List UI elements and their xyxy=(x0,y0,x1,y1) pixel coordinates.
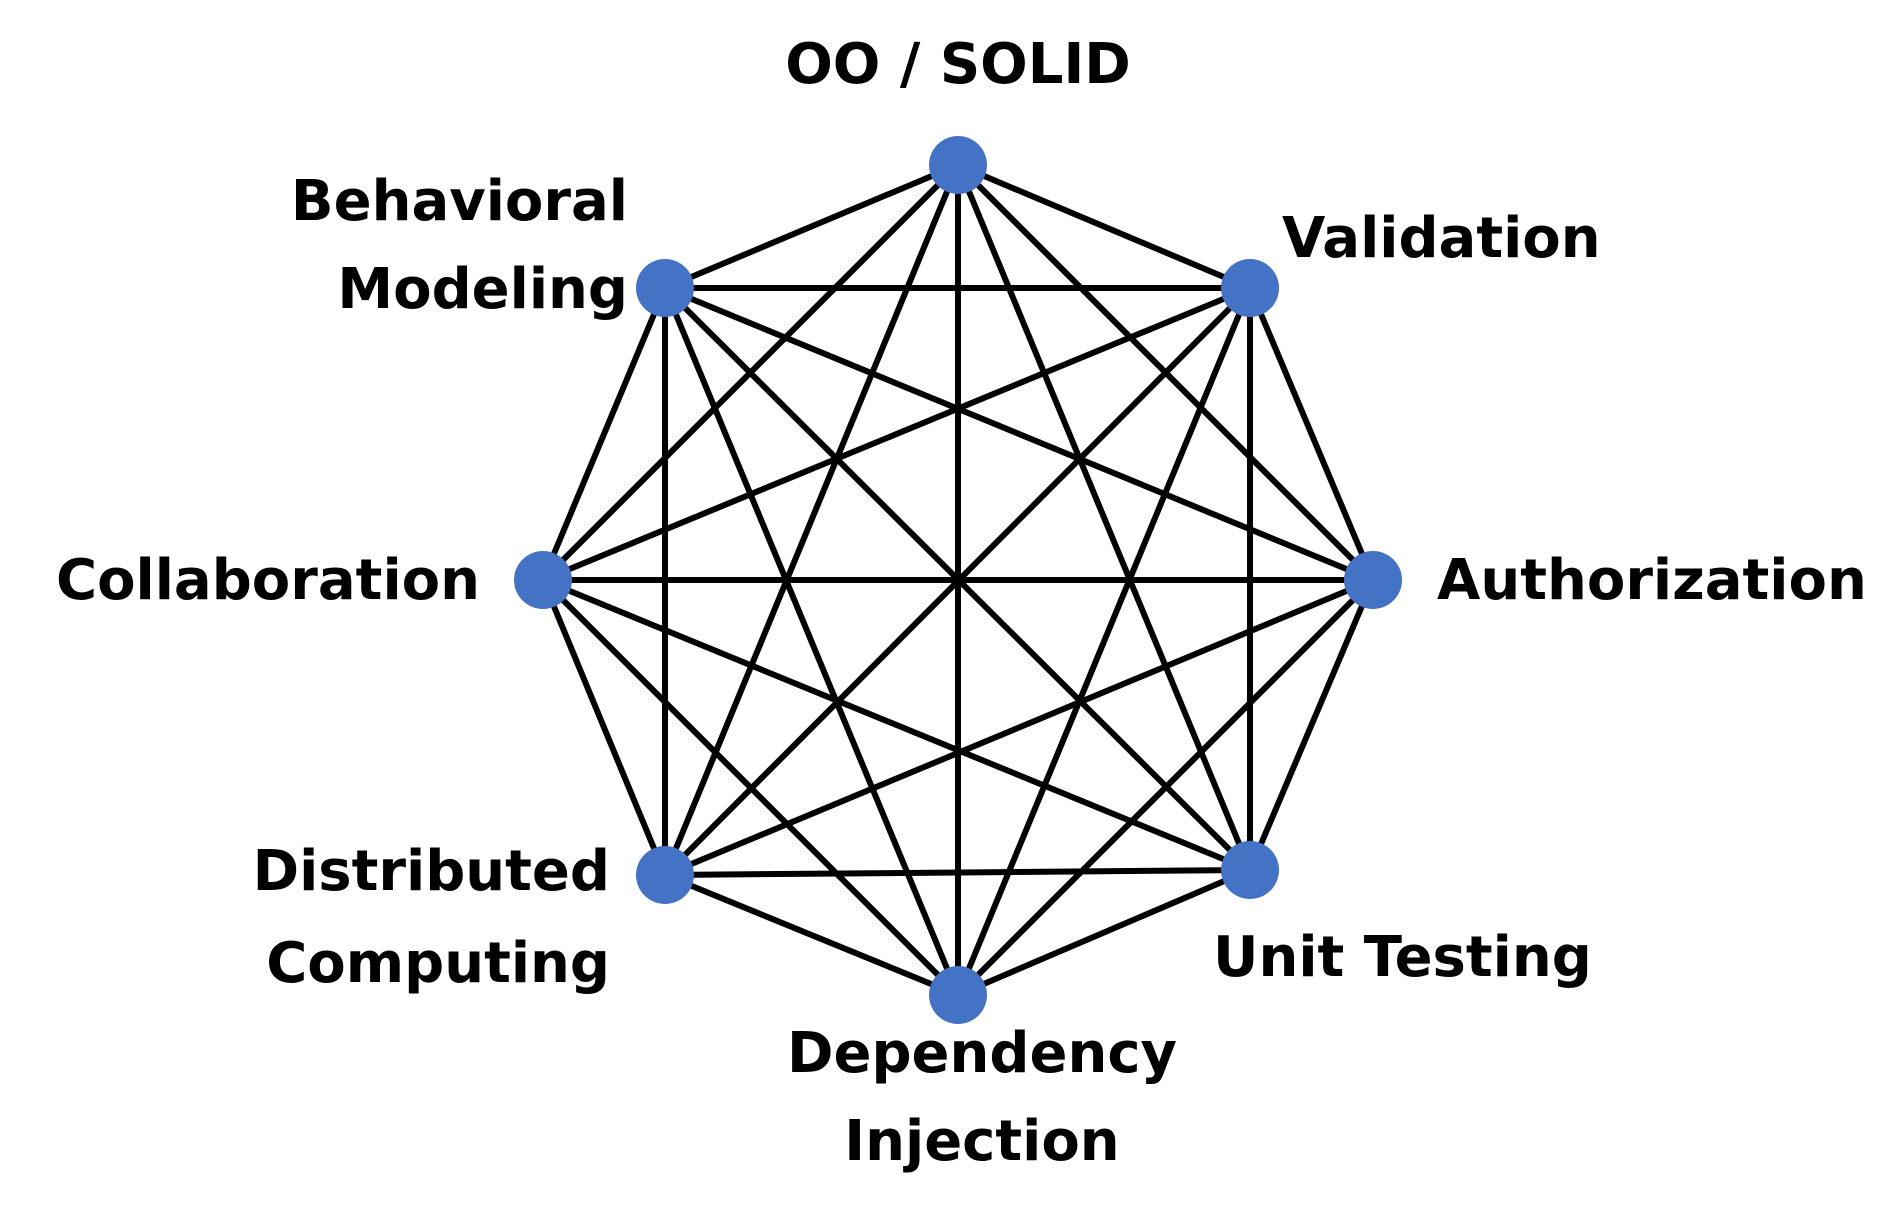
edge-unit-testing-distributed-computing xyxy=(662,867,1253,878)
edge-dependency-injection-behavioral-modeling xyxy=(662,285,961,998)
edge-oo-solid-behavioral-modeling xyxy=(662,162,961,291)
edge-validation-dependency-injection xyxy=(955,285,1253,998)
node-label-line: Validation xyxy=(1282,206,1601,271)
node-label-validation: Validation xyxy=(1282,206,1601,271)
node-label-line: Distributed xyxy=(253,839,610,904)
edge-collaboration-behavioral-modeling xyxy=(540,285,668,583)
node-distributed-computing xyxy=(636,846,694,904)
nodes xyxy=(514,136,1402,1024)
node-oo-solid xyxy=(929,136,987,194)
node-label-line: Modeling xyxy=(337,257,628,322)
node-label-collaboration: Collaboration xyxy=(56,548,480,613)
node-authorization xyxy=(1344,551,1402,609)
node-dependency-injection xyxy=(929,966,987,1024)
node-label-authorization: Authorization xyxy=(1437,548,1867,613)
edge-oo-solid-validation xyxy=(955,162,1253,291)
edge-distributed-computing-collaboration xyxy=(540,577,668,878)
node-label-line: Behavioral xyxy=(291,169,628,234)
edge-unit-testing-dependency-injection xyxy=(955,867,1253,998)
node-label-line: Computing xyxy=(266,931,610,996)
node-label-line: Injection xyxy=(844,1109,1119,1174)
edge-unit-testing-behavioral-modeling xyxy=(662,285,1253,873)
edge-authorization-behavioral-modeling xyxy=(662,285,1376,583)
node-validation xyxy=(1221,259,1279,317)
edge-oo-solid-distributed-computing xyxy=(662,162,961,878)
node-label-unit-testing: Unit Testing xyxy=(1213,925,1592,990)
node-behavioral-modeling xyxy=(636,259,694,317)
node-label-line: Dependency xyxy=(787,1021,1177,1086)
edge-authorization-unit-testing xyxy=(1247,577,1376,873)
edge-dependency-injection-collaboration xyxy=(540,577,961,998)
edge-authorization-distributed-computing xyxy=(662,577,1376,878)
node-collaboration xyxy=(514,551,572,609)
edge-dependency-injection-distributed-computing xyxy=(662,872,961,998)
edge-validation-authorization xyxy=(1247,285,1376,583)
node-label-line: Collaboration xyxy=(56,548,480,613)
edges xyxy=(540,162,1376,998)
node-label-oo-solid: OO / SOLID xyxy=(785,32,1131,97)
edge-validation-collaboration xyxy=(540,285,1253,583)
node-label-line: OO / SOLID xyxy=(785,32,1131,97)
node-label-line: Unit Testing xyxy=(1213,925,1592,990)
node-unit-testing xyxy=(1221,841,1279,899)
edge-unit-testing-collaboration xyxy=(540,577,1253,873)
node-label-line: Authorization xyxy=(1437,548,1867,613)
